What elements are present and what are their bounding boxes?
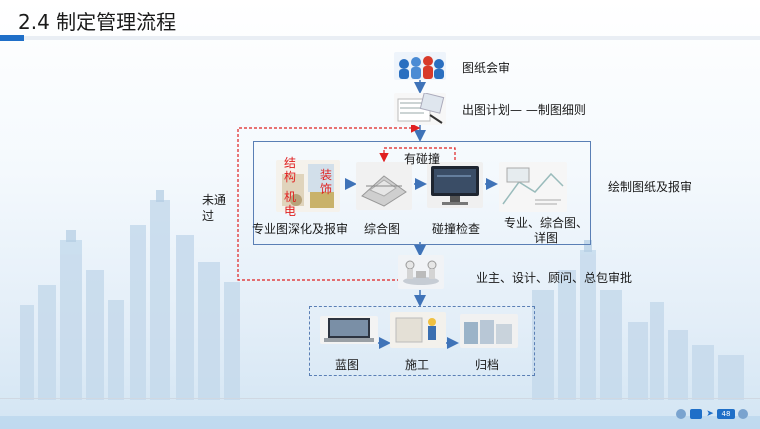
blueprint-laptop-image — [320, 316, 378, 344]
prev-page-icon[interactable] — [676, 409, 686, 419]
step-blueprint-label: 蓝图 — [335, 356, 359, 373]
step-not-pass-label: 未通过 — [202, 192, 226, 224]
decor-label: 装饰 — [320, 168, 334, 196]
end-page-icon[interactable] — [738, 409, 748, 419]
step-archive-label: 归档 — [475, 356, 499, 373]
step-clash-label: 有碰撞 — [404, 150, 440, 167]
step-review-label: 图纸会审 — [462, 59, 510, 76]
composite-model-image — [356, 162, 412, 210]
next-page-icon[interactable] — [690, 409, 702, 419]
structure-label: 结构 — [284, 156, 298, 184]
footer-divider — [0, 398, 760, 399]
step-deepen-label: 专业图深化及报审 — [252, 220, 348, 237]
footer-band — [0, 416, 760, 429]
step-composite-label: 综合图 — [364, 220, 400, 237]
mep-label: 机电 — [284, 190, 298, 218]
step-plan-label: 出图计划— —制图细则 — [462, 101, 586, 118]
approval-figures-image — [398, 255, 444, 289]
detail-drawings-image — [499, 162, 567, 212]
step-construction-label: 施工 — [405, 356, 429, 373]
archive-binders-image — [460, 314, 518, 348]
step-approval-label: 业主、设计、顾问、总包审批 — [476, 269, 632, 286]
step-draw-report-label: 绘制图纸及报审 — [608, 178, 692, 195]
page-number-badge: 48 — [717, 409, 735, 419]
drawing-plan-image — [394, 93, 446, 125]
construction-worker-image — [390, 312, 446, 348]
clash-check-monitor-image — [427, 162, 483, 208]
send-icon[interactable]: ➤ — [705, 409, 715, 419]
step-final-label: 专业、综合图、详图 — [504, 216, 588, 246]
step-clash-check-label: 碰撞检查 — [432, 220, 480, 237]
meeting-people-image — [394, 52, 446, 80]
